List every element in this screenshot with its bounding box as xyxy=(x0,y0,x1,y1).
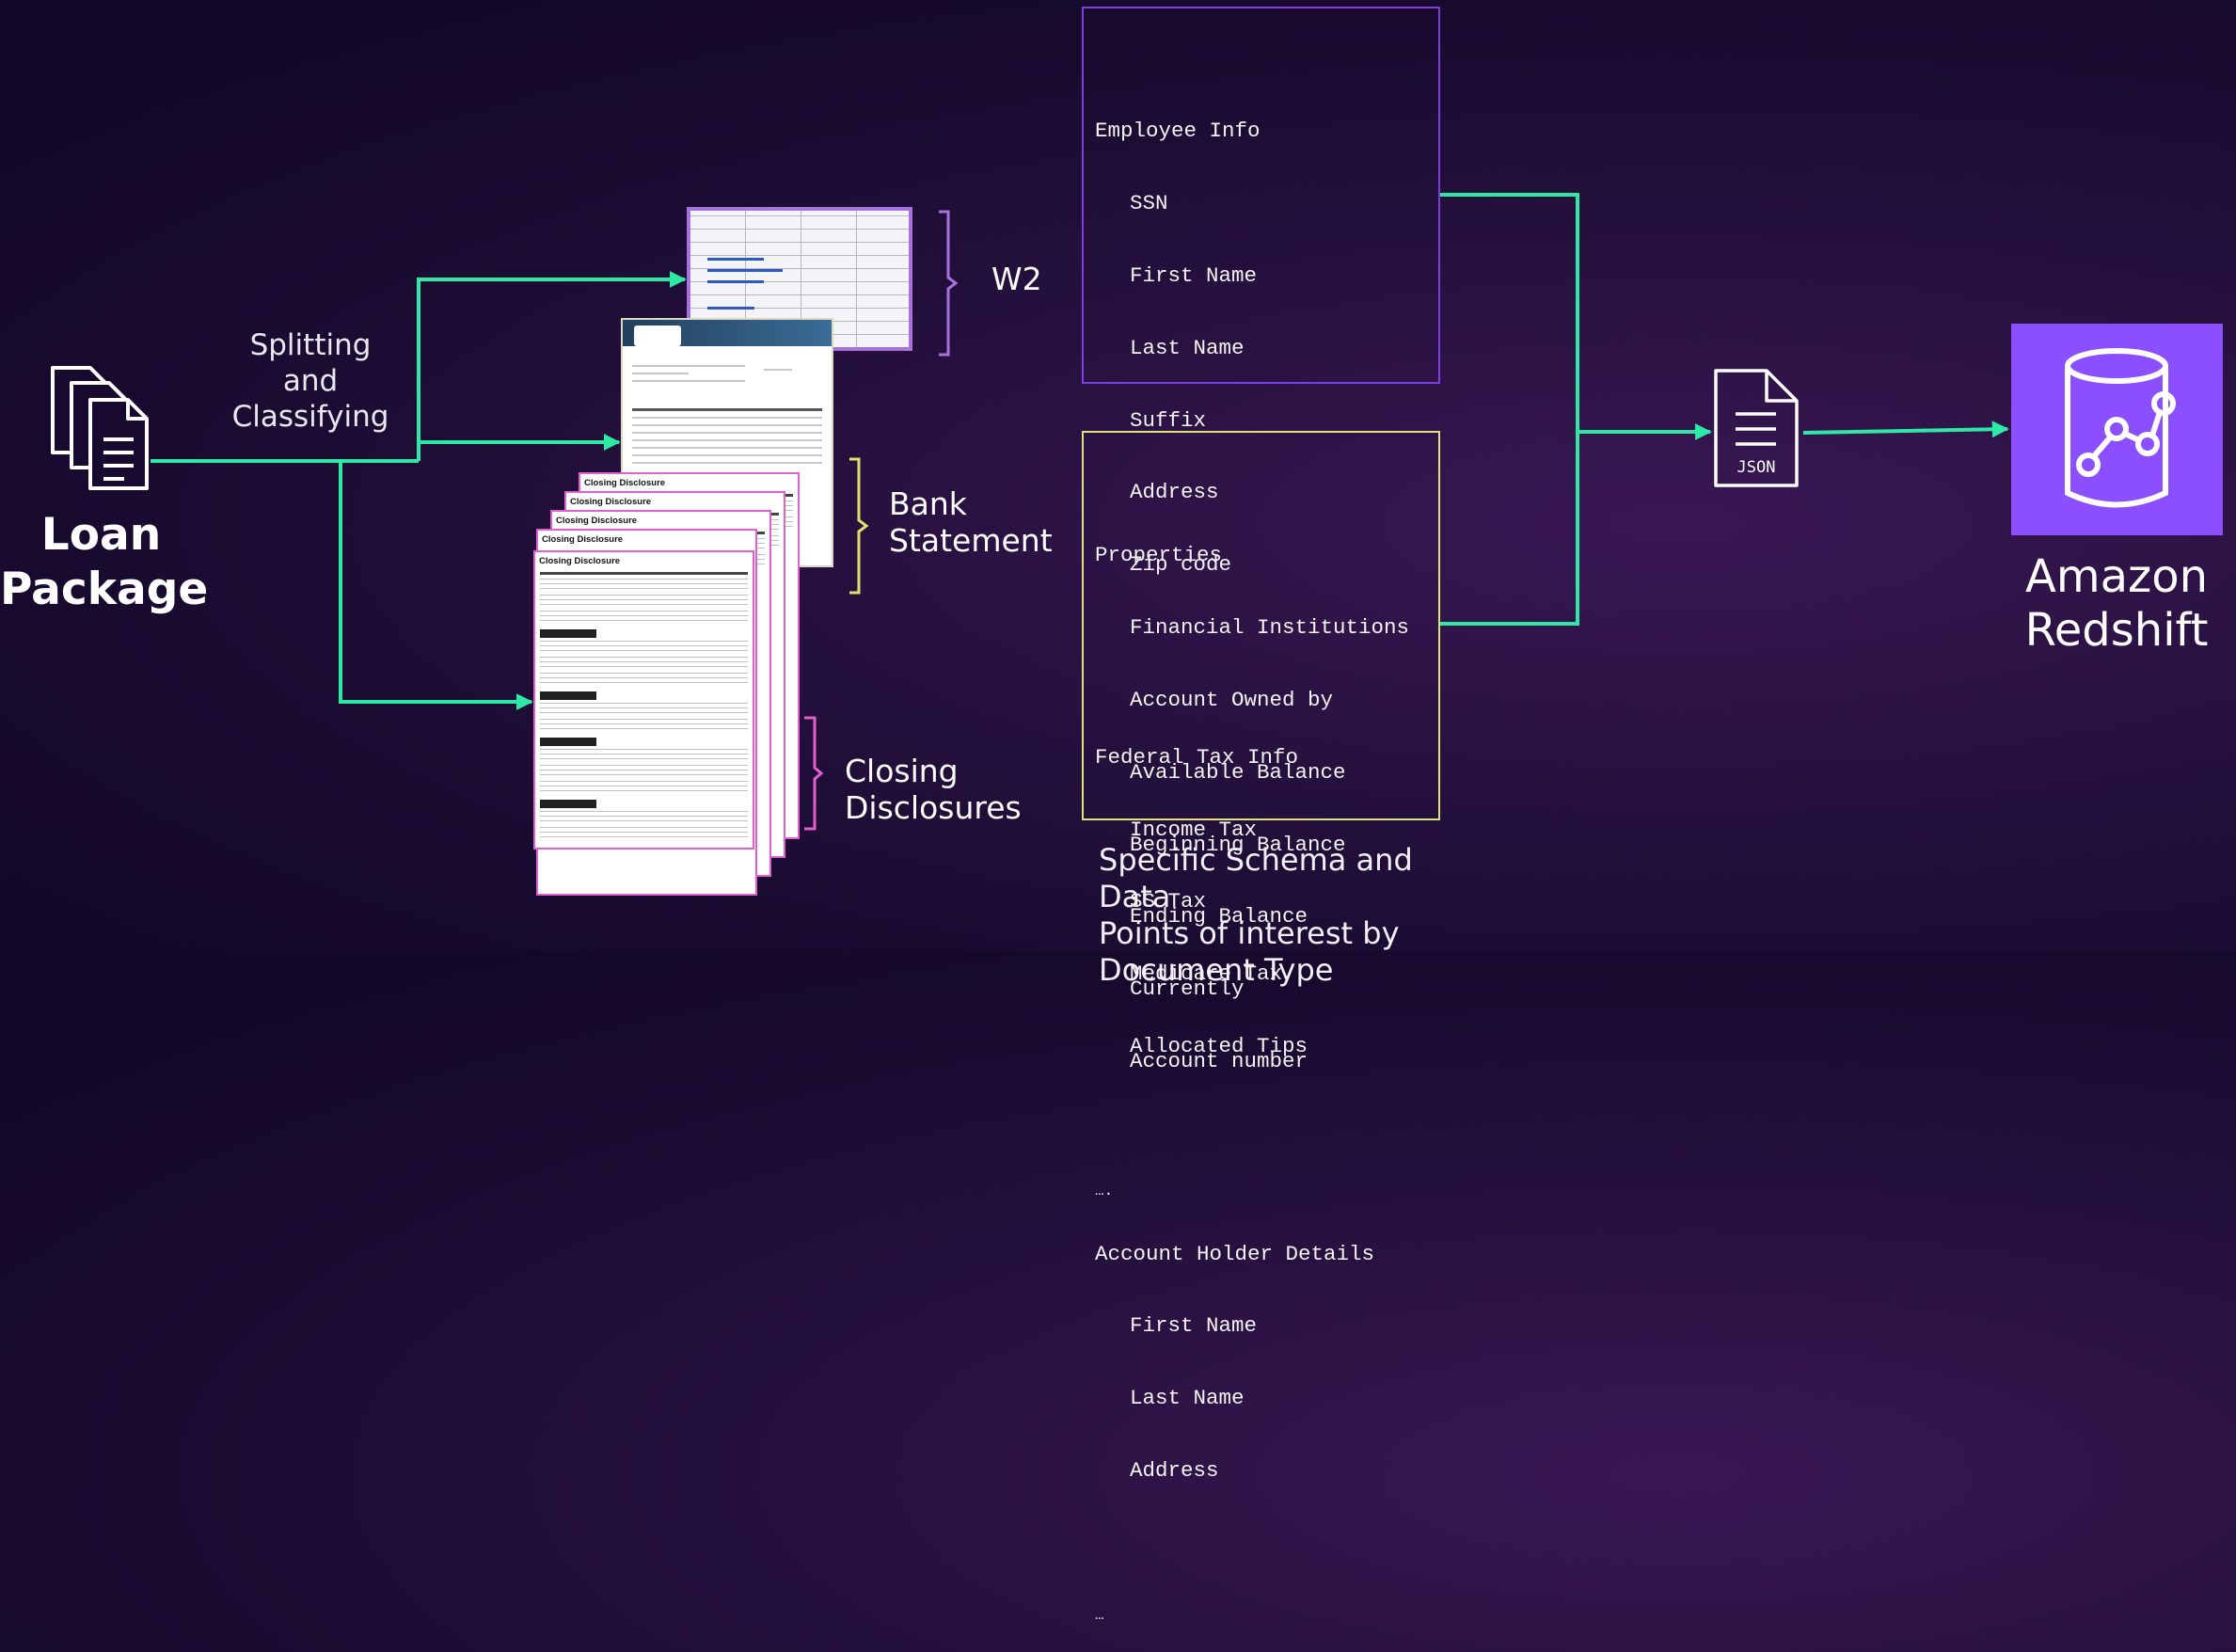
schema-field: Financial Institutions xyxy=(1130,615,1410,641)
w2-schema-box: Employee Info SSN First Name Last Name S… xyxy=(1082,7,1440,1199)
json-label: JSON xyxy=(1737,458,1776,477)
schema-section: Account Holder Details First Name Last N… xyxy=(1095,1194,1427,1531)
schema-field: Address xyxy=(1130,480,1219,505)
closing-disclosure-sheet-front: Closing Disclosure xyxy=(533,550,754,850)
bank-label-line2: Statement xyxy=(889,522,1053,559)
cd-sheet-title: Closing Disclosure xyxy=(556,516,638,526)
schema-field: Ending Balance xyxy=(1130,904,1308,929)
caption-line2: Points of interest by xyxy=(1099,915,1400,951)
bank-statement-label: Bank Statement xyxy=(889,485,1053,559)
schema-field: Address xyxy=(1130,1457,1219,1483)
cd-bracket xyxy=(804,716,824,831)
cd-sheet-title: Closing Disclosure xyxy=(570,497,652,507)
bank-bracket xyxy=(849,457,869,595)
schema-section: Employee Info SSN First Name Last Name S… xyxy=(1095,71,1427,626)
cd-label-line2: Disclosures xyxy=(845,789,1022,826)
schema-field: Beginning Balance xyxy=(1130,832,1346,857)
w2-connector xyxy=(417,271,687,461)
schema-field: Account Owned by xyxy=(1130,687,1334,712)
closing-disclosures-label: Closing Disclosures xyxy=(845,753,1022,826)
schema-field: Available Balance xyxy=(1130,759,1346,785)
schema-field: Account number xyxy=(1130,1048,1308,1073)
schema-section-title: Employee Info xyxy=(1095,119,1261,144)
process-line1: Splitting xyxy=(249,328,372,362)
w2-bracket xyxy=(939,210,959,357)
schema-field: Last Name xyxy=(1130,335,1245,360)
schema-section-title: Account Holder Details xyxy=(1095,1241,1375,1266)
documents-icon xyxy=(51,366,149,490)
w2-label: W2 xyxy=(991,261,1042,297)
schema-field: Zip code xyxy=(1130,552,1232,578)
redshift-label-line2: Redshift xyxy=(2024,604,2209,657)
schema-caption: Specific Schema and Data Points of inter… xyxy=(1099,842,1494,989)
caption-line3: Document Type xyxy=(1099,952,1334,988)
schema-field: SS Tax xyxy=(1130,889,1207,914)
process-line2: and xyxy=(282,364,339,398)
cd-connector xyxy=(339,461,533,710)
cd-sheet-title: Closing Disclosure xyxy=(584,478,666,488)
schema-section-title: Federal Tax Info xyxy=(1095,744,1299,770)
loan-label-line1: Loan xyxy=(40,509,162,561)
schema-field: SSN xyxy=(1130,191,1168,216)
redshift-label: Amazon Redshift xyxy=(1985,550,2236,658)
schema-field: Last Name xyxy=(1130,1386,1245,1411)
redshift-icon-tile xyxy=(2011,324,2223,535)
schema-field: First Name xyxy=(1130,1313,1258,1339)
schema-section: Properties Financial Institutions Accoun… xyxy=(1095,496,1427,1121)
caption-line1: Specific Schema and Data xyxy=(1099,842,1413,914)
redshift-label-line1: Amazon xyxy=(2025,550,2208,603)
schema-ellipsis: … xyxy=(1095,1606,1104,1624)
cd-label-line1: Closing xyxy=(845,753,959,789)
to-redshift-connector xyxy=(1802,421,2009,438)
schema-field: First Name xyxy=(1130,262,1258,288)
splitting-classifying-label: Splitting and Classifying xyxy=(216,327,404,435)
schema-field: Suffix xyxy=(1130,407,1207,433)
process-line3: Classifying xyxy=(231,400,389,434)
bank-schema-box: Properties Financial Institutions Accoun… xyxy=(1082,431,1440,1624)
connector-lines xyxy=(151,193,2009,831)
schema-section-title: Properties xyxy=(1095,543,1223,568)
bank-label-line1: Bank xyxy=(889,485,967,522)
loan-package-label: Loan Package xyxy=(0,508,209,617)
cd-sheet-title: Closing Disclosure xyxy=(539,556,621,566)
redshift-icon xyxy=(2065,348,2176,508)
schema1-connector xyxy=(1440,193,1579,626)
loan-label-line2: Package xyxy=(0,564,209,615)
cd-sheet-title: Closing Disclosure xyxy=(542,534,624,545)
json-file-icon: JSON xyxy=(1714,369,1799,487)
schema-field: Income Tax xyxy=(1130,817,1258,842)
